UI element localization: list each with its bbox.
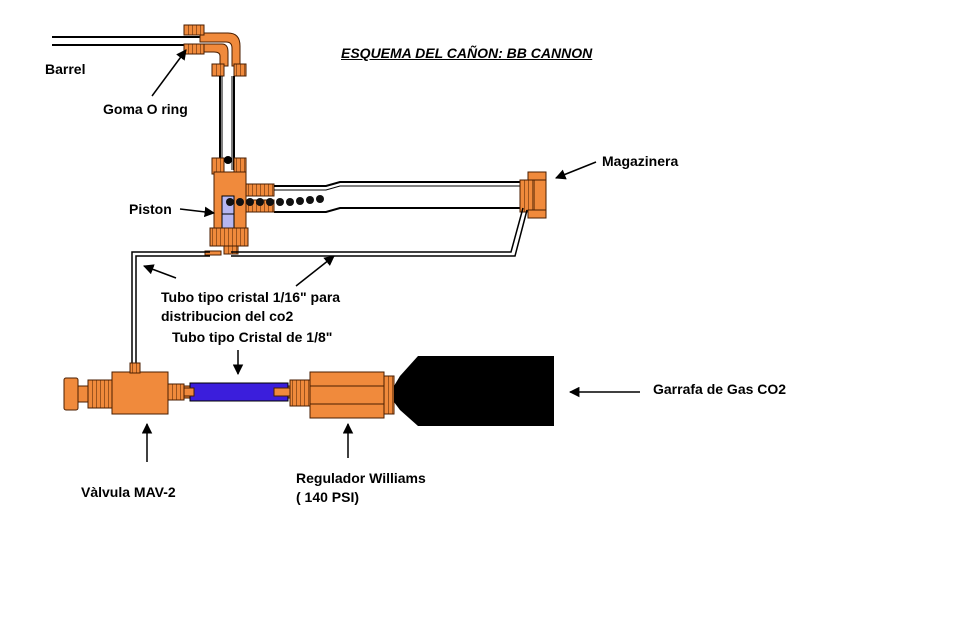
diagram-title: ESQUEMA DEL CAÑON: BB CANNON (341, 45, 593, 61)
label-oring: Goma O ring (103, 101, 188, 117)
barrel (52, 36, 200, 46)
label-magazinera: Magazinera (602, 153, 679, 169)
magazinera-fitting (519, 171, 547, 219)
bb-pellets (226, 195, 324, 206)
label-regulator-line2: ( 140 PSI) (296, 489, 360, 505)
label-regulator-line1: Regulador Williams (296, 470, 426, 486)
co2-tank (394, 356, 554, 426)
valve-mav2 (63, 362, 185, 415)
label-tube-116-line1: Tubo tipo cristal 1/16" para (161, 289, 341, 305)
pointer-arrows (141, 49, 640, 462)
tube-1-8 (183, 382, 293, 402)
label-piston: Piston (129, 201, 172, 217)
top-elbow-fitting (183, 24, 247, 77)
regulator-williams (289, 371, 395, 419)
label-valve: Vàlvula MAV-2 (81, 484, 176, 500)
label-tube-18: Tubo tipo Cristal de 1/8" (172, 329, 333, 345)
label-co2-tank: Garrafa de Gas CO2 (653, 381, 787, 397)
label-tube-116-line2: distribucion del co2 (161, 308, 294, 324)
label-barrel: Barrel (45, 61, 86, 77)
magazine-tube (245, 181, 520, 213)
vertical-tube (219, 76, 235, 170)
